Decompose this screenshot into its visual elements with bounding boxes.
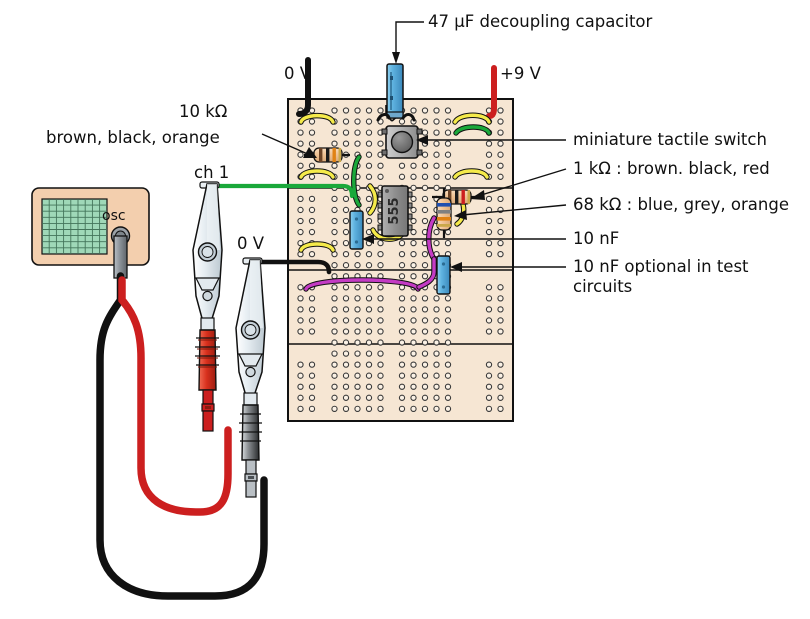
label-resistor-10k-value: 10 kΩ [179,102,228,121]
label-capacitor-10nf-optional-line2: circuits [573,277,633,296]
red-cable [118,276,232,516]
label-osc: osc [102,208,126,224]
label-tactile-switch: miniature tactile switch [573,130,767,149]
black-cable [96,272,268,600]
crocodile-clip-zero-volt [235,257,266,498]
capacitor-10nf [349,210,364,250]
label-plus-nine-volt: +9 V [500,64,541,83]
leader-lines [261,21,567,272]
capacitor-10nf-optional [436,255,451,295]
label-ch1: ch 1 [194,163,230,182]
crocodile-clip-ch1 [192,181,223,432]
label-decoupling-capacitor: 47 µF decoupling capacitor [428,12,653,31]
plus9v-lead [486,65,497,119]
label-resistor-68k: 68 kΩ : blue, grey, orange [573,195,789,214]
label-zero-volt-top: 0 V [284,64,312,83]
electrolytic-capacitor-47uf [385,63,404,122]
oscilloscope [31,187,150,279]
resistor-68k [436,188,452,238]
ic-555: 555 [377,185,413,237]
svg-text:555: 555 [387,197,402,224]
ch1-green-wire [216,183,355,199]
label-zero-volt-probe: 0 V [237,234,265,253]
label-resistor-1k: 1 kΩ : brown. black, red [573,159,770,178]
tactile-switch[interactable] [381,125,423,159]
label-capacitor-10nf: 10 nF [573,229,620,248]
label-resistor-10k-bands: brown, black, orange [46,128,220,147]
label-capacitor-10nf-optional-line1: 10 nF optional in test [573,257,749,276]
zero-volt-lead [296,57,311,117]
zero-volt-probe-wire [259,259,332,275]
resistor-10k [304,147,350,163]
